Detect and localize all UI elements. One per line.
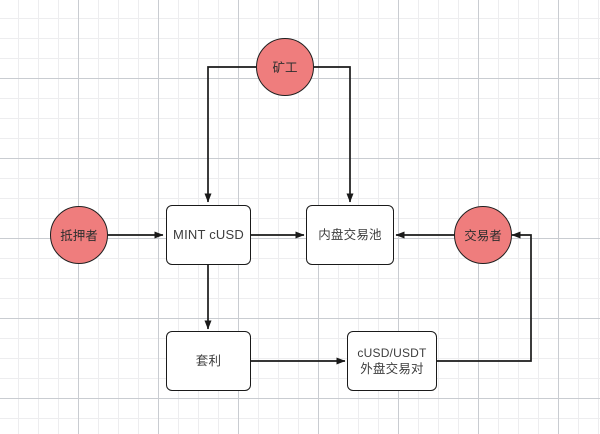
node-pledger-label: 抵押者 [60, 227, 98, 243]
node-miner-label: 矿工 [272, 59, 298, 75]
node-pledger[interactable]: 抵押者 [50, 206, 108, 264]
node-mint-cusd[interactable]: MINT cUSD [166, 205, 251, 265]
node-inner-trading-pool-label: 内盘交易池 [318, 227, 382, 242]
node-miner[interactable]: 矿工 [256, 38, 314, 96]
edge-miner-to-mint [204, 66, 256, 203]
node-mint-cusd-label: MINT cUSD [173, 227, 244, 242]
edge-miner-to-inner-pool [314, 66, 354, 203]
node-arbitrage[interactable]: 套利 [166, 331, 251, 391]
node-arbitrage-label: 套利 [195, 353, 222, 368]
node-trader[interactable]: 交易者 [454, 206, 512, 264]
node-outer-trading-pair[interactable]: cUSD/USDT 外盘交易对 [347, 331, 437, 391]
node-trader-label: 交易者 [464, 227, 502, 243]
node-inner-trading-pool[interactable]: 内盘交易池 [306, 205, 394, 265]
node-outer-trading-pair-label-line1: cUSD/USDT [357, 346, 427, 360]
edge-outer-pair-to-trader [437, 231, 532, 362]
node-outer-trading-pair-label-line2: 外盘交易对 [360, 361, 424, 376]
